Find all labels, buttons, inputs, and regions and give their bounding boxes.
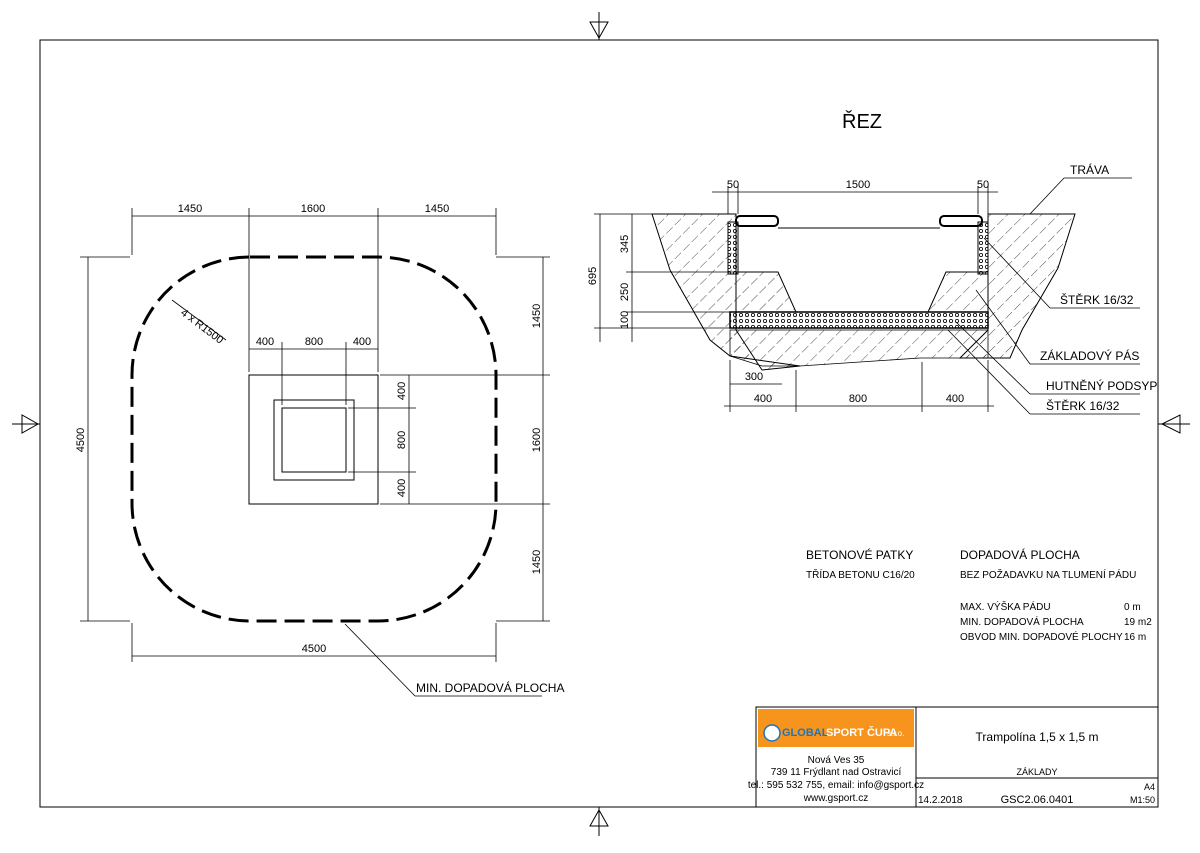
gravel-left bbox=[727, 221, 739, 275]
area-title: DOPADOVÁ PLOCHA bbox=[960, 547, 1080, 562]
plan-dim-top-3: 1450 bbox=[425, 203, 449, 215]
foundation-outer bbox=[248, 374, 379, 505]
ball-icon bbox=[763, 724, 781, 742]
plan-dim-rinner-1: 400 bbox=[396, 382, 408, 400]
section-dim-bottom-1: 400 bbox=[754, 393, 772, 405]
note-row-value-2: 19 m2 bbox=[1124, 617, 1152, 628]
plan-dim-rinner-2: 800 bbox=[396, 431, 408, 449]
concrete-left bbox=[735, 271, 797, 313]
date: 14.2.2018 bbox=[918, 795, 963, 806]
section-dim-top-1: 50 bbox=[727, 179, 739, 191]
plan-dim-inner-2: 800 bbox=[305, 336, 323, 348]
section-title: ŘEZ bbox=[842, 110, 882, 133]
gravel-right bbox=[977, 221, 989, 275]
plan-dim-top-2: 1600 bbox=[301, 203, 325, 215]
sheet-border bbox=[39, 39, 1159, 808]
concrete-right bbox=[927, 271, 989, 313]
concrete-title: BETONOVÉ PATKY bbox=[806, 547, 913, 562]
plan-dim-left: 4500 bbox=[75, 428, 87, 452]
section-dim-top-3: 50 bbox=[977, 179, 989, 191]
notes: BETONOVÉ PATKY TŘÍDA BETONU C16/20 DOPAD… bbox=[806, 547, 1152, 643]
logo-sport: SPORT ČUPA bbox=[826, 726, 897, 739]
min-impact-area-outline bbox=[130, 255, 498, 623]
contact: tel.: 595 532 755, email: info@gsport.cz bbox=[748, 780, 924, 791]
foundation-hole bbox=[281, 407, 347, 473]
sheet-name: ZÁKLADY bbox=[1016, 767, 1057, 777]
section-view: ŘEZ 50 1500 50 695 345 bbox=[587, 110, 1157, 415]
frame-right bbox=[939, 215, 983, 227]
plan-view: 1450 1600 1450 400 800 400 1450 1600 145… bbox=[75, 203, 564, 697]
product-name: Trampolína 1,5 x 1,5 m bbox=[976, 730, 1099, 744]
note-row-value-1: 0 m bbox=[1124, 602, 1141, 613]
concrete-class: TŘÍDA BETONU C16/20 bbox=[806, 568, 915, 581]
scale: M1:50 bbox=[1130, 795, 1155, 805]
center-marks bbox=[12, 12, 1190, 836]
section-dim-left-1: 345 bbox=[619, 235, 631, 253]
gravel-base bbox=[729, 311, 989, 329]
section-dim-bottom-3: 400 bbox=[946, 393, 964, 405]
area-sub: BEZ POŽADAVKU NA TLUMENÍ PÁDU bbox=[960, 568, 1136, 581]
section-dim-left-2: 250 bbox=[619, 283, 631, 301]
section-dim-bottom-2: 800 bbox=[849, 393, 867, 405]
plan-dim-inner-3: 400 bbox=[353, 336, 371, 348]
section-dim-left-total: 695 bbox=[587, 267, 599, 285]
section-dim-300: 300 bbox=[745, 371, 763, 383]
plan-radius-label: 4 x R1500 bbox=[178, 307, 225, 347]
plan-dim-inner-1: 400 bbox=[256, 336, 274, 348]
soil-bottom bbox=[729, 329, 989, 367]
frame-left bbox=[735, 215, 779, 227]
plan-dim-rinner-3: 400 bbox=[396, 479, 408, 497]
label-foundation: ZÁKLADOVÝ PÁS bbox=[1040, 348, 1139, 363]
title-block: GLOBAL SPORT ČUPA s.r.o. Nová Ves 35 739… bbox=[748, 706, 1159, 808]
address-1: Nová Ves 35 bbox=[808, 755, 865, 766]
plan-dim-bottom: 4500 bbox=[302, 643, 326, 655]
logo-sro: s.r.o. bbox=[887, 729, 904, 738]
plan-area-label: MIN. DOPADOVÁ PLOCHA bbox=[416, 680, 564, 695]
web: www.gsport.cz bbox=[803, 793, 868, 804]
note-row-label-2: MIN. DOPADOVÁ PLOCHA bbox=[960, 615, 1084, 628]
logo-global: GLOBAL bbox=[782, 727, 829, 739]
address-2: 739 11 Frýdlant nad Ostravicí bbox=[771, 767, 902, 778]
note-row-label-1: MAX. VÝŠKA PÁDU bbox=[960, 600, 1051, 613]
label-subbase: HUTNĚNÝ PODSYP bbox=[1046, 378, 1157, 393]
plan-dim-right-3: 1450 bbox=[531, 550, 543, 574]
format: A4 bbox=[1144, 782, 1155, 792]
plan-dim-top-1: 1450 bbox=[178, 203, 202, 215]
label-gravel-top: ŠTĚRK 16/32 bbox=[1060, 292, 1134, 307]
section-dim-left-3: 100 bbox=[619, 311, 631, 329]
section-dim-top-2: 1500 bbox=[846, 179, 870, 191]
label-grass: TRÁVA bbox=[1070, 162, 1109, 177]
note-row-value-3: 16 m bbox=[1124, 632, 1146, 643]
plan-dim-right-1: 1450 bbox=[531, 304, 543, 328]
label-gravel-bottom: ŠTĚRK 16/32 bbox=[1046, 398, 1120, 413]
plan-dim-right-2: 1600 bbox=[531, 428, 543, 452]
drawing-number: GSC2.06.0401 bbox=[1001, 794, 1074, 806]
company-logo bbox=[758, 709, 914, 747]
foundation-inner bbox=[273, 399, 355, 481]
note-row-label-3: OBVOD MIN. DOPADOVÉ PLOCHY bbox=[960, 630, 1123, 643]
